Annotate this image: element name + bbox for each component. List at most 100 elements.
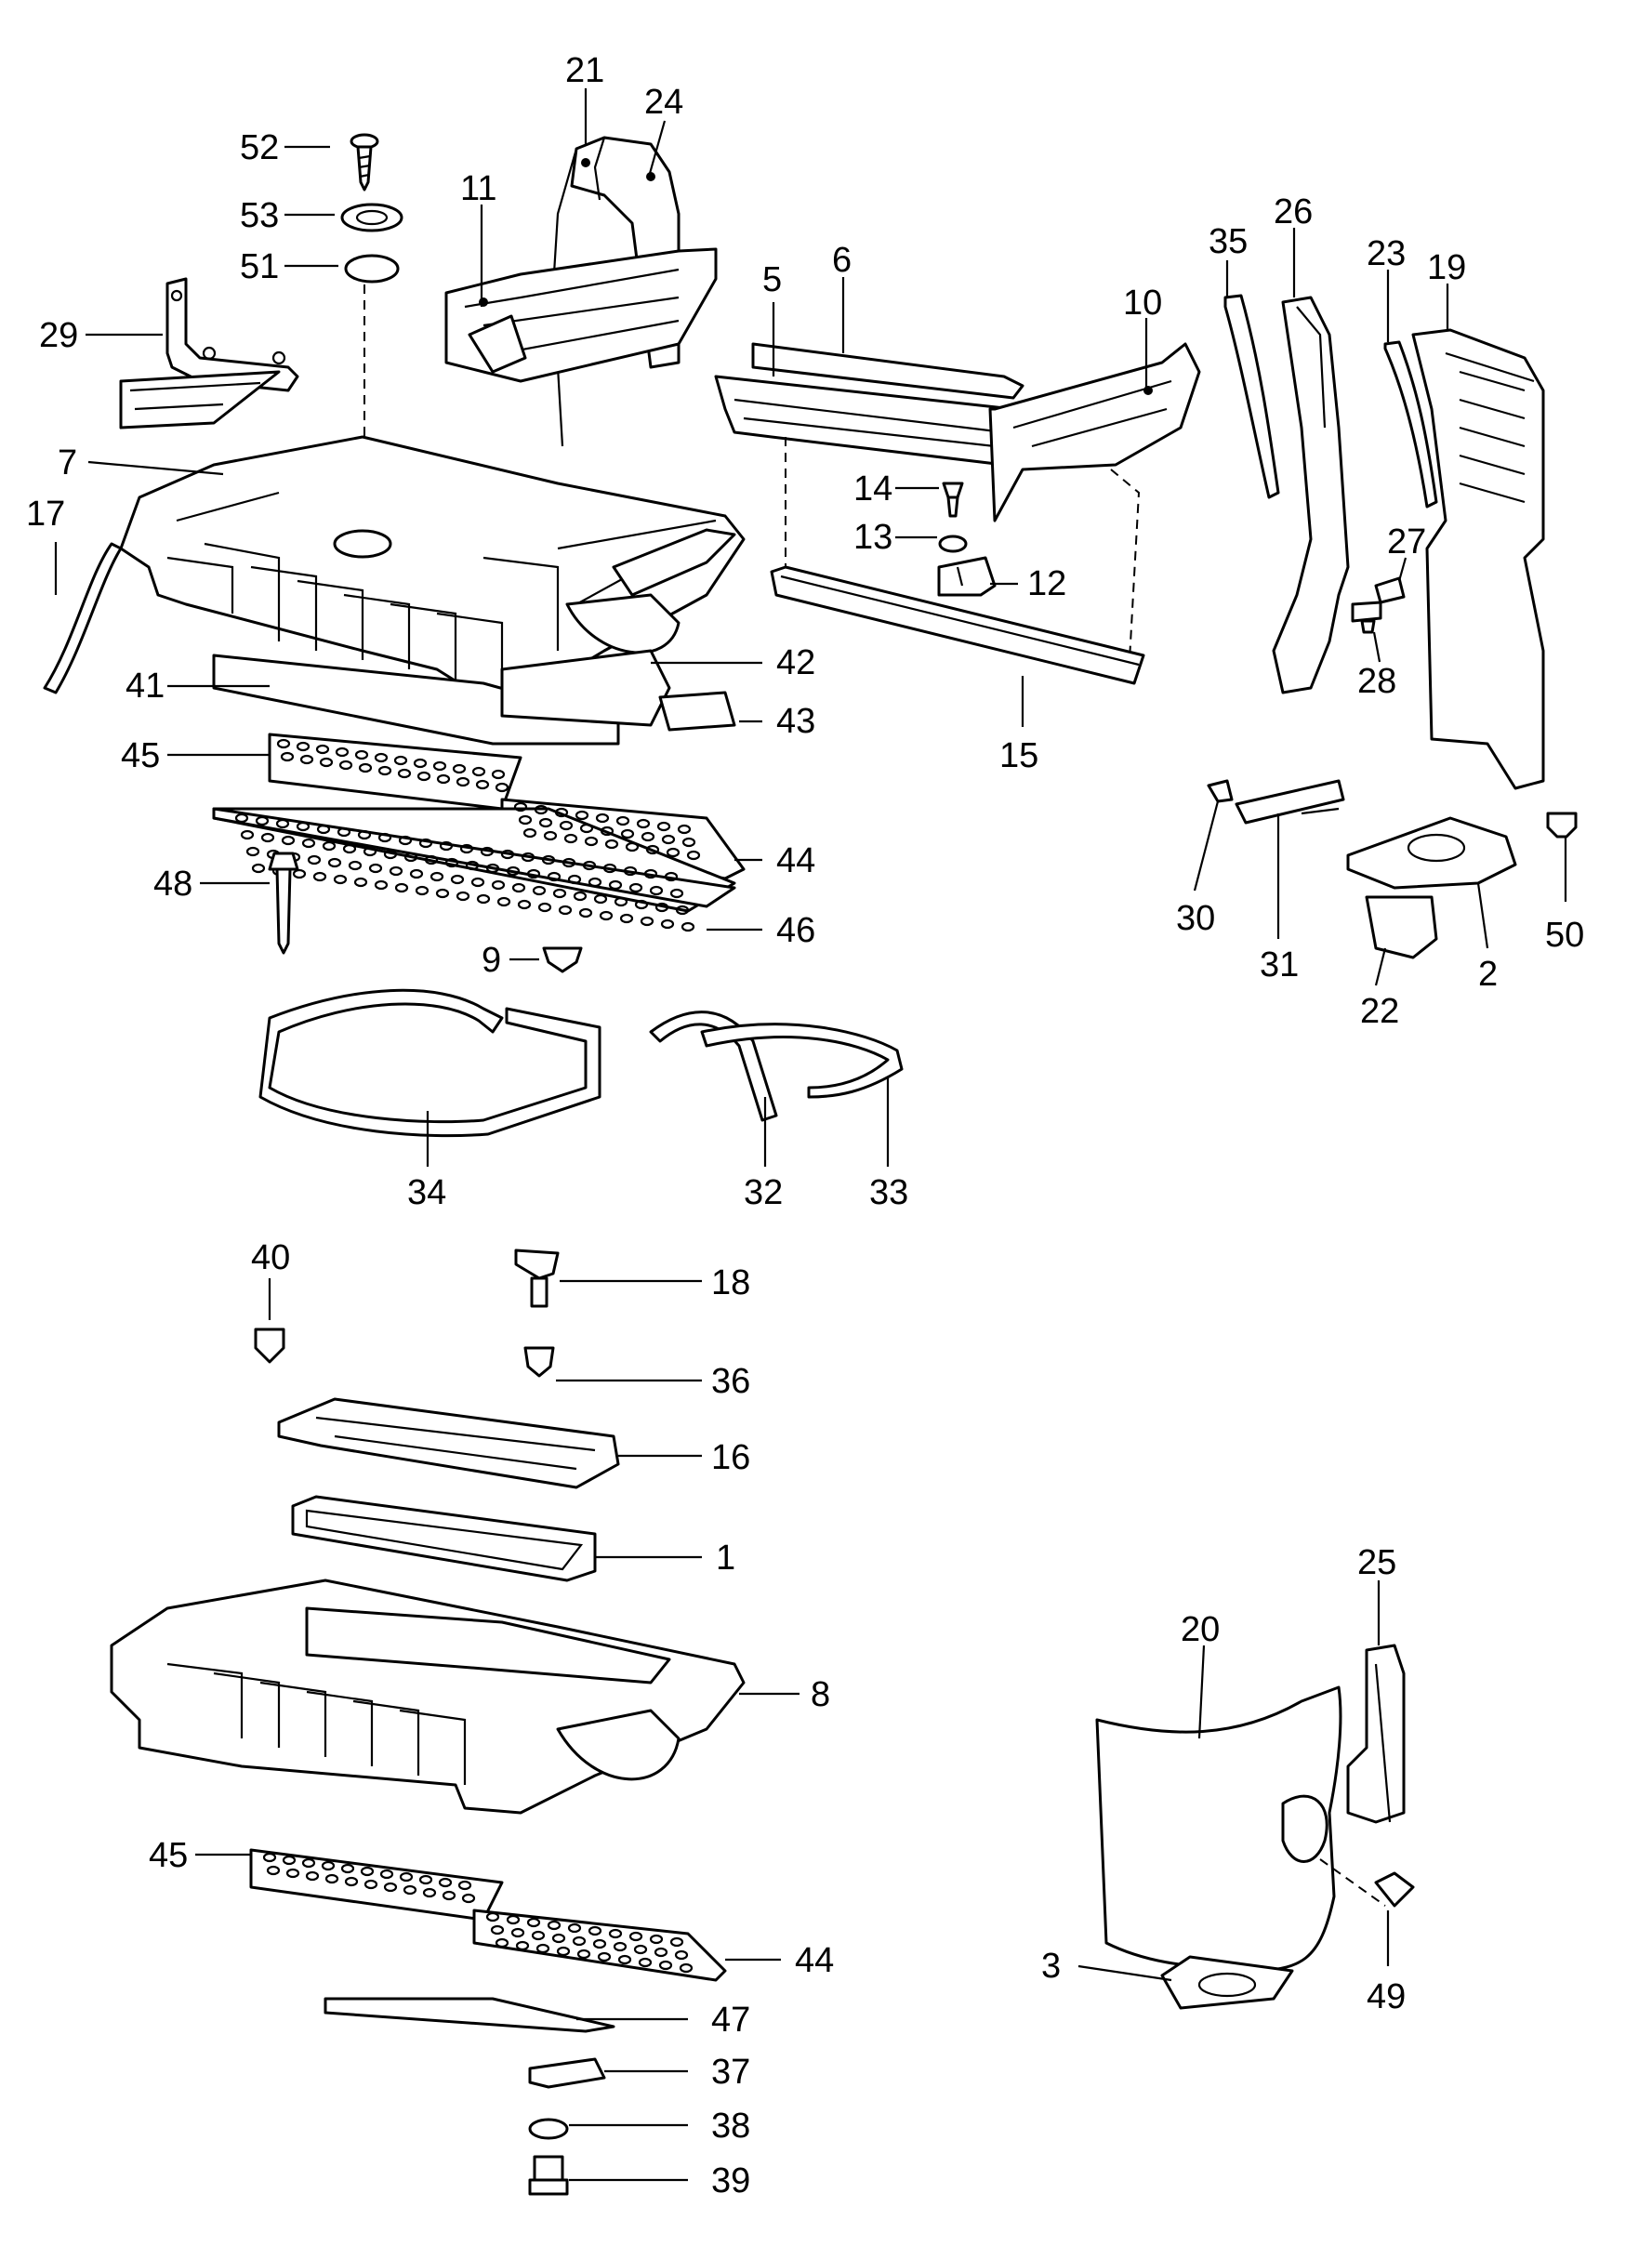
callout-43: 43	[776, 702, 815, 741]
bracket-49	[1374, 1871, 1415, 1908]
callout-41: 41	[126, 667, 165, 706]
perforation-hole	[363, 1879, 378, 1890]
perforation-hole	[669, 1936, 684, 1948]
perforation-hole	[649, 1934, 664, 1945]
perforation-hole	[496, 896, 511, 907]
callout-21: 21	[565, 51, 604, 90]
rail-15	[770, 565, 1145, 685]
perforation-hole	[558, 905, 573, 916]
callout-48: 48	[153, 865, 192, 904]
perforation-hole	[656, 821, 671, 832]
perforation-hole	[614, 896, 628, 907]
callout-29: 29	[39, 316, 78, 355]
perforation-hole	[592, 1938, 607, 1949]
perforation-hole	[282, 1855, 297, 1866]
perforation-hole	[633, 1944, 648, 1955]
perforation-hole	[669, 888, 684, 899]
perforation-hole	[584, 836, 599, 847]
perforation-hole	[360, 1866, 375, 1877]
perforation-hole	[602, 863, 617, 874]
callout-14: 14	[853, 469, 892, 509]
perforation-hole	[543, 830, 558, 841]
callout-42: 42	[776, 643, 815, 682]
callout-30: 30	[1176, 899, 1215, 938]
perforation-hole	[471, 766, 486, 777]
mat-perforations-lower	[262, 1852, 694, 1974]
perforation-hole	[551, 1933, 566, 1944]
perforation-hole	[674, 1949, 689, 1961]
perforation-hole	[643, 868, 658, 879]
perforation-hole	[354, 749, 369, 760]
bracket-27	[1374, 576, 1406, 604]
perforation-hole	[403, 1884, 417, 1896]
bracket-29	[119, 277, 299, 429]
callout-2: 2	[1478, 955, 1498, 994]
callout-53: 53	[240, 196, 279, 235]
clip-40	[254, 1328, 285, 1364]
perforation-hole	[681, 837, 696, 848]
perforation-hole	[608, 879, 623, 891]
callout-27: 27	[1387, 522, 1426, 562]
perforation-hole	[465, 860, 480, 871]
perforation-hole	[522, 827, 537, 839]
callout-1: 1	[716, 1539, 735, 1578]
perforation-hole	[521, 852, 535, 863]
perforation-hole	[677, 824, 692, 835]
perforation-hole	[679, 1962, 694, 1974]
callout-19: 19	[1427, 248, 1466, 287]
perforation-hole	[357, 829, 372, 840]
perforation-hole	[296, 821, 311, 832]
perforation-hole	[399, 1871, 414, 1883]
perforation-hole	[245, 846, 260, 857]
perforation-hole	[353, 877, 368, 888]
perforation-hole	[358, 762, 373, 773]
perforation-hole	[518, 814, 533, 826]
perforation-hole	[280, 751, 295, 762]
screw-52	[350, 133, 379, 192]
perforation-hole	[638, 1957, 653, 1968]
callout-9: 9	[482, 941, 501, 980]
perforation-hole	[526, 1917, 541, 1928]
perforation-hole	[442, 1890, 456, 1901]
perforation-hole	[415, 885, 430, 896]
perforation-hole	[305, 1870, 320, 1882]
perforation-hole	[234, 813, 249, 824]
perforation-hole	[531, 1930, 546, 1941]
perforation-hole	[296, 741, 311, 752]
perforation-hole	[456, 776, 470, 787]
perforation-hole	[397, 768, 412, 779]
mat-44-lower	[472, 1909, 727, 1982]
mat-perforations-upper	[234, 738, 701, 932]
perforation-hole	[640, 916, 654, 927]
perforation-hole	[438, 1877, 453, 1888]
perforation-hole	[666, 847, 681, 858]
bracket-31	[1235, 779, 1345, 825]
callout-18: 18	[711, 1263, 750, 1302]
perforation-hole	[491, 769, 506, 780]
perforation-hole	[348, 860, 363, 871]
insulation-43	[658, 691, 736, 732]
perforation-hole	[485, 1911, 500, 1922]
perforation-hole	[532, 885, 547, 896]
perforation-hole	[658, 1960, 673, 1971]
perforation-hole	[608, 1928, 623, 1939]
callout-44b: 44	[795, 1941, 834, 1980]
callout-52: 52	[240, 128, 279, 167]
quarter-panel-19	[1411, 328, 1545, 790]
fastener-18	[514, 1249, 560, 1308]
strap-37	[528, 2057, 606, 2089]
cover-panel-16	[277, 1397, 620, 1489]
callout-35: 35	[1209, 222, 1248, 261]
perforation-hole	[628, 882, 643, 893]
perforation-hole	[394, 882, 409, 893]
perforation-hole	[623, 865, 638, 877]
perforation-hole	[588, 1925, 602, 1936]
perforation-hole	[450, 874, 465, 885]
trim-strip-35	[1223, 294, 1280, 499]
perforation-hole	[363, 846, 377, 857]
perforation-hole	[562, 857, 576, 868]
perforation-hole	[285, 1868, 300, 1879]
perforation-hole	[595, 813, 610, 824]
callout-26: 26	[1274, 192, 1313, 231]
perforation-hole	[511, 882, 526, 893]
